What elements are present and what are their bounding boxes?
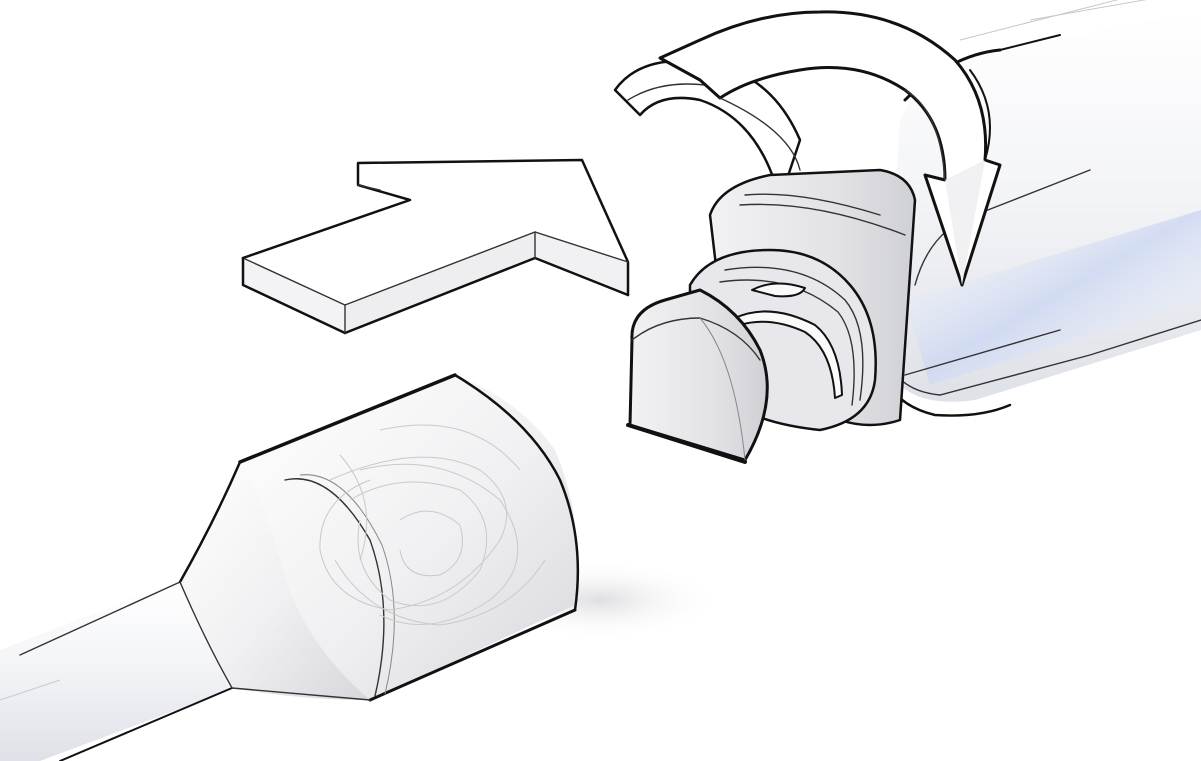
arrow-right-icon [243, 160, 628, 333]
connector-head [628, 170, 915, 462]
cable-plug [0, 375, 720, 761]
